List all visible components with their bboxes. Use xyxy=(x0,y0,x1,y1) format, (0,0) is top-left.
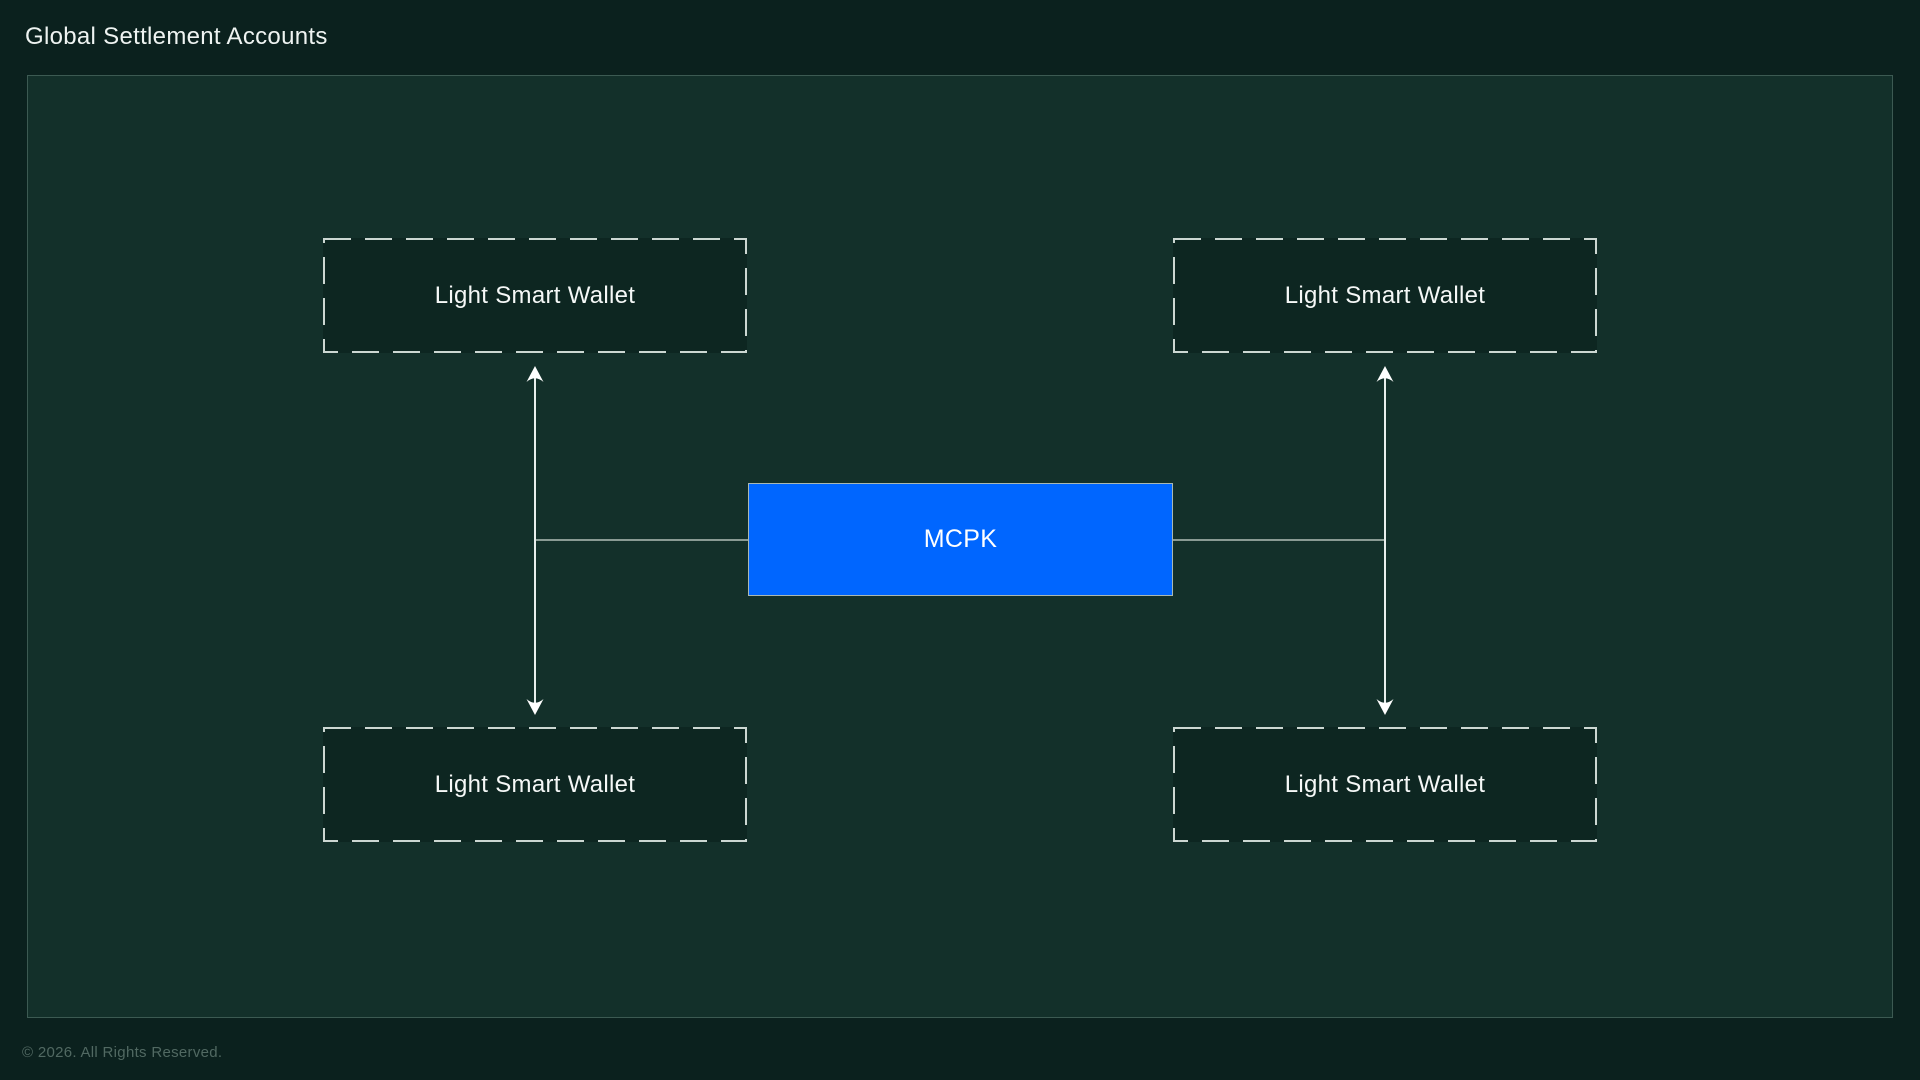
node-label: MCPK xyxy=(923,525,998,553)
node-label: Light Smart Wallet xyxy=(434,281,636,309)
node-label: Light Smart Wallet xyxy=(1284,281,1486,309)
node-wallet-bottom-left[interactable]: Light Smart Wallet xyxy=(323,727,747,842)
copyright-text: © 2026. All Rights Reserved. xyxy=(22,1044,223,1061)
node-label: Light Smart Wallet xyxy=(434,770,636,798)
page-title: Global Settlement Accounts xyxy=(25,23,328,50)
node-wallet-top-left[interactable]: Light Smart Wallet xyxy=(323,238,747,353)
node-mcpk[interactable]: MCPK xyxy=(748,483,1173,596)
node-wallet-top-right[interactable]: Light Smart Wallet xyxy=(1173,238,1597,353)
node-wallet-bottom-right[interactable]: Light Smart Wallet xyxy=(1173,727,1597,842)
node-label: Light Smart Wallet xyxy=(1284,770,1486,798)
